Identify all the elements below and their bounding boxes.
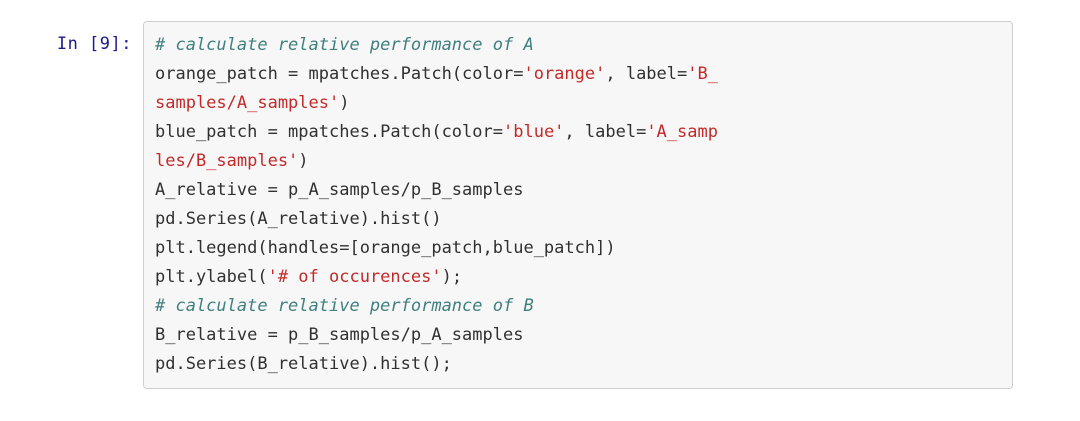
code-line: blue_patch = mpatches.Patch(color='blue'…: [155, 118, 1004, 147]
code-line: les/B_samples'): [155, 147, 1004, 176]
code-token-plain: );: [441, 267, 463, 287]
code-line: pd.Series(B_relative).hist();: [155, 350, 1004, 379]
code-token-string: 'orange': [523, 64, 606, 84]
code-line: samples/A_samples'): [155, 89, 1004, 118]
code-token-plain: pd.Series(A_relative).hist(): [155, 209, 442, 229]
code-token-plain: , label=: [605, 64, 688, 84]
code-token-string: les/B_samples': [155, 151, 299, 171]
code-cell[interactable]: In [9]: # calculate relative performance…: [0, 21, 1080, 389]
code-token-plain: A_relative = p_A_samples/p_B_samples: [155, 180, 524, 200]
code-editor-area[interactable]: # calculate relative performance of A ora…: [143, 21, 1013, 389]
code-line: # calculate relative performance of A: [155, 31, 1004, 60]
code-line: orange_patch = mpatches.Patch(color='ora…: [155, 60, 1004, 89]
code-token-plain: orange_patch = mpatches.Patch(color=: [155, 64, 524, 84]
code-token-plain: , label=: [564, 122, 647, 142]
code-line: # calculate relative performance of B: [155, 292, 1004, 321]
code-token-plain: blue_patch = mpatches.Patch(color=: [155, 122, 503, 142]
code-token-plain: plt.ylabel(: [155, 267, 268, 287]
code-token-comment: # calculate relative performance of A: [155, 35, 534, 55]
code-token-string: 'A_samp: [646, 122, 718, 142]
code-line: B_relative = p_B_samples/p_A_samples: [155, 321, 1004, 350]
code-token-comment: # calculate relative performance of B: [155, 296, 534, 316]
code-line: A_relative = p_A_samples/p_B_samples: [155, 176, 1004, 205]
code-token-string: '# of occurences': [267, 267, 442, 287]
code-line: plt.legend(handles=[orange_patch,blue_pa…: [155, 234, 1004, 263]
code-line: pd.Series(A_relative).hist(): [155, 205, 1004, 234]
code-token-plain: ): [339, 93, 350, 113]
input-prompt-label: In [9]:: [56, 34, 132, 54]
code-token-plain: ): [298, 151, 309, 171]
code-token-string: samples/A_samples': [155, 93, 340, 113]
code-token-string: 'B_: [687, 64, 718, 84]
code-line: plt.ylabel('# of occurences');: [155, 263, 1004, 292]
code-token-plain: B_relative = p_B_samples/p_A_samples: [155, 325, 524, 345]
code-source[interactable]: # calculate relative performance of A ora…: [155, 31, 1004, 379]
code-token-plain: plt.legend(handles=[orange_patch,blue_pa…: [155, 238, 616, 258]
code-token-plain: pd.Series(B_relative).hist();: [155, 354, 452, 374]
code-token-string: 'blue': [503, 122, 565, 142]
